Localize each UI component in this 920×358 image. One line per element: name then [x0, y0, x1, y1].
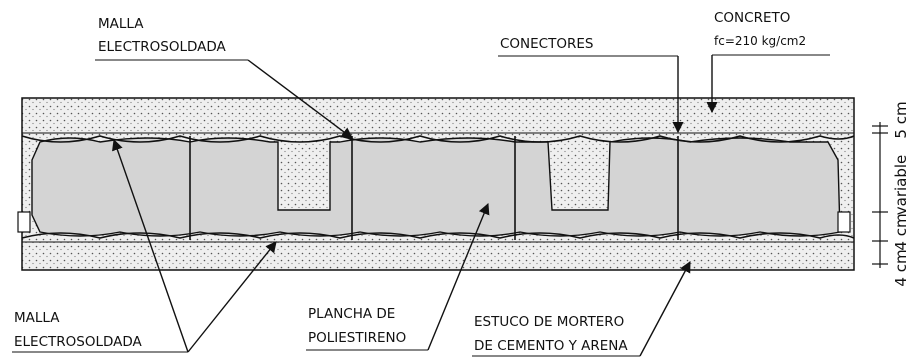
label-concreto-spec: fc=210 kg/cm2	[714, 34, 806, 48]
dim-label-4cm-a: 4 cm	[892, 213, 910, 250]
label-malla-bottom-2: ELECTROSOLDADA	[14, 334, 143, 350]
dim-label-variable: variable	[892, 155, 910, 216]
edge-tab-left	[17, 211, 31, 233]
leader-malla-top	[247, 59, 353, 139]
dim-label-5cm: 5 cm	[892, 101, 910, 138]
label-malla-top-2: ELECTROSOLDADA	[98, 39, 227, 55]
label-malla-bottom-1: MALLA	[14, 310, 60, 326]
label-malla-top-1: MALLA	[98, 16, 144, 32]
label-conectores: CONECTORES	[500, 36, 593, 52]
label-estuco-1: ESTUCO DE MORTERO	[474, 314, 624, 330]
leader-malla-bottom-b	[187, 241, 277, 353]
label-plancha-1: PLANCHA DE	[308, 306, 395, 322]
mesh-top-line	[21, 135, 855, 143]
polystyrene-panel	[31, 137, 841, 237]
mesh-bottom-line	[21, 232, 855, 239]
leader-plancha	[427, 202, 490, 351]
edge-tab-right	[837, 211, 851, 233]
label-estuco-2: DE CEMENTO Y ARENA	[474, 338, 628, 354]
label-concreto: CONCRETO	[714, 10, 790, 26]
leader-malla-bottom-a	[112, 138, 189, 353]
label-plancha-2: POLIESTIRENO	[308, 330, 406, 346]
dim-label-4cm-b: 4 cm	[892, 249, 910, 286]
leader-estuco	[639, 261, 691, 357]
